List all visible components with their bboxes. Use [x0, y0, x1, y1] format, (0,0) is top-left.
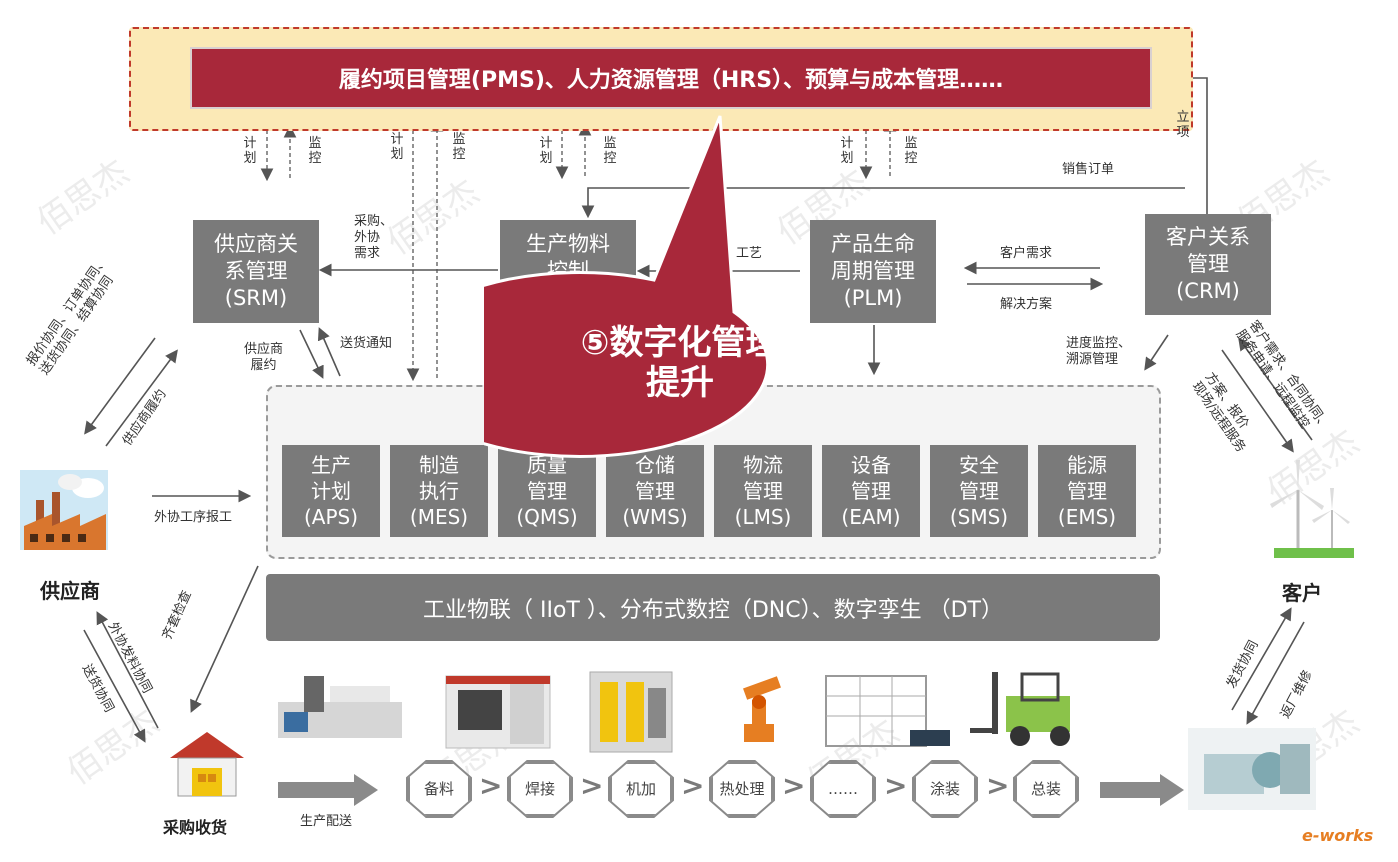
srm-line-3: (SRM) [224, 286, 288, 310]
aps-module: 生产 计划 (APS) [282, 445, 380, 537]
supplier-fulfil-label: 供应商 履约 [244, 342, 284, 373]
wms-module: 仓储 管理 (WMS) [606, 445, 704, 537]
callout-line-2: 提升 [646, 363, 714, 403]
step-chevron: > [580, 769, 604, 802]
eam-module: 设备 管理 (EAM) [822, 445, 920, 537]
callout-line-1: ⑤数字化管理 [580, 323, 780, 363]
wind-turbine-icon [1270, 460, 1354, 558]
step-chevron: > [681, 769, 705, 802]
plan-label: 计划 [840, 136, 854, 166]
srm-line-2: 系管理 [224, 259, 288, 283]
forklift-icon [970, 672, 1070, 746]
step-chevron: > [782, 769, 806, 802]
step-prep: 备料 [408, 762, 470, 816]
pmc-line-1: 生产物料 [526, 232, 610, 256]
top-management-bar: 履约项目管理(PMS)、人力资源管理（HRS）、预算与成本管理…… [190, 47, 1152, 109]
step-painting: 涂装 [914, 762, 976, 816]
plm-line-3: (PLM) [843, 286, 903, 310]
eworks-logo: e-works [1302, 826, 1374, 845]
crm-box: 客户关系 管理 (CRM) [1145, 214, 1271, 315]
monitor-label: 监控 [904, 136, 918, 166]
step-heat-treatment: 热处理 [711, 762, 773, 816]
mes-module: 制造 执行 (MES) [390, 445, 488, 537]
step-assembly: 总装 [1015, 762, 1077, 816]
progress-label: 进度监控、 溯源管理 [1066, 336, 1132, 367]
plan-label: 计划 [539, 136, 553, 166]
step-chevron: > [884, 769, 908, 802]
step-machining: 机加 [610, 762, 672, 816]
sales-order-label: 销售订单 [1062, 162, 1115, 177]
production-distribution-label: 生产配送 [300, 814, 353, 829]
plm-line-2: 周期管理 [831, 259, 915, 283]
step-chevron: > [986, 769, 1010, 802]
cnc-router-icon [278, 676, 402, 738]
plm-line-1: 产品生命 [831, 232, 915, 256]
monitor-label: 监控 [452, 132, 466, 162]
storage-rack-icon [825, 675, 950, 747]
welding-station-icon [589, 671, 673, 753]
process-label: 工艺 [736, 246, 763, 261]
project-label: 立项 [1176, 110, 1190, 140]
crm-line-2: 管理 [1187, 252, 1229, 276]
callout-text: ⑤数字化管理 提升 [520, 323, 840, 403]
warehouse-icon [170, 732, 244, 797]
outsource-report-label: 外协工序报工 [154, 510, 233, 525]
machining-center-icon [445, 675, 551, 749]
srm-box: 供应商关 系管理 (SRM) [193, 220, 319, 323]
step-more: …… [812, 762, 874, 816]
industrial-robot-icon [743, 676, 781, 742]
delivery-notice-label: 送货通知 [340, 336, 393, 351]
crm-line-1: 客户关系 [1166, 225, 1250, 249]
step-welding: 焊接 [509, 762, 571, 816]
crm-line-3: (CRM) [1176, 279, 1240, 303]
ems-module: 能源 管理 (EMS) [1038, 445, 1136, 537]
supplier-label: 供应商 [40, 579, 100, 603]
factory-icon [20, 470, 108, 550]
srm-line-1: 供应商关 [214, 232, 298, 256]
lms-module: 物流 管理 (LMS) [714, 445, 812, 537]
customer-label: 客户 [1282, 581, 1322, 605]
qms-module: 质量 管理 (QMS) [498, 445, 596, 537]
customer-need-label: 客户需求 [1000, 246, 1053, 261]
receiving-label: 采购收货 [163, 818, 228, 837]
machine-product-icon [1188, 728, 1316, 810]
solution-label: 解决方案 [1000, 297, 1053, 312]
sms-module: 安全 管理 (SMS) [930, 445, 1028, 537]
monitor-label: 监控 [308, 136, 322, 166]
iot-bar: 工业物联（ IIoT ）、分布式数控（DNC）、数字孪生 （DT） [266, 574, 1160, 641]
monitor-label: 监控 [603, 136, 617, 166]
purchase-req-label: 采购、 外协 需求 [354, 214, 394, 261]
callout-bubble [484, 115, 770, 458]
plan-label: 计划 [243, 136, 257, 166]
plm-box: 产品生命 周期管理 (PLM) [810, 220, 936, 323]
plan-label: 计划 [390, 132, 404, 162]
step-chevron: > [479, 769, 503, 802]
